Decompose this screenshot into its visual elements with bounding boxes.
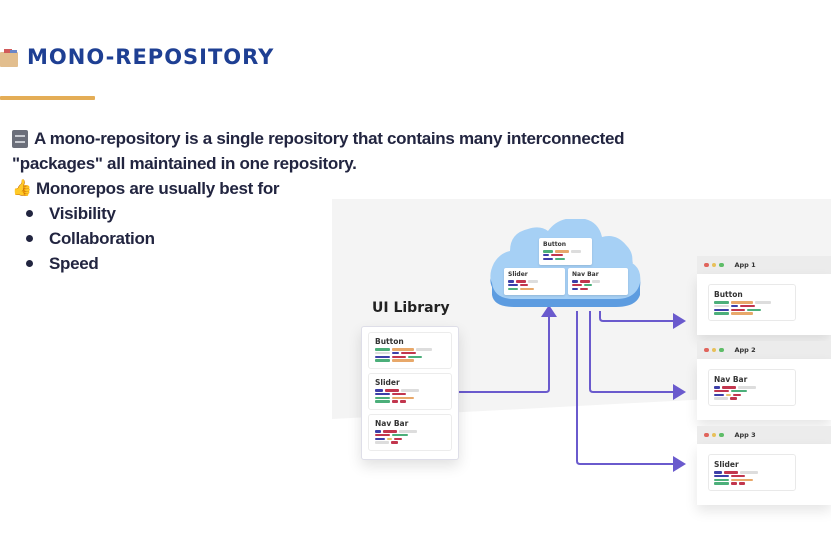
connection-arrows [459,305,686,472]
file-cabinet-icon [12,129,28,148]
ui-library-panel: Button Slider Nav Bar [361,326,459,460]
definition-text-2: "packages" all maintained in one reposit… [12,154,357,173]
package-name: Button [375,337,404,346]
app-window: App 1 Button [697,256,831,335]
cloud-package-card: Nav Bar [568,268,628,295]
arrowhead-app3 [673,456,686,472]
library-package-card: Button [368,332,452,369]
package-name: Button [543,241,566,248]
best-for-line: 👍 Monorepos are usually best for [12,176,624,201]
maximize-dot-icon [719,347,724,353]
app-titlebar: App 1 [697,256,831,274]
app-body: Button [697,274,831,335]
definition-line-2: "packages" all maintained in one reposit… [12,151,624,176]
code-lines [375,430,445,444]
thumbs-up-icon: 👍 [12,179,32,197]
cloud-package-card: Button [539,238,592,265]
code-lines [543,250,588,261]
app-package-card: Slider [708,454,796,491]
code-lines [714,301,790,315]
app-titlebar: App 2 [697,341,831,359]
app-package-card: Nav Bar [708,369,796,406]
close-dot-icon [704,347,709,353]
arrow-cloud-to-app3 [576,311,674,465]
app-label: App 2 [734,346,756,354]
maximize-dot-icon [719,432,724,438]
cloud-repository: Button Slider Nav Bar [486,219,644,311]
code-lines [714,471,790,485]
app-window: App 3 Slider [697,426,831,505]
library-package-card: Nav Bar [368,414,452,451]
slide-title-row: MONO-REPOSITORY [0,43,274,71]
package-name: Slider [375,378,400,387]
arrow-cloud-to-app1 [599,311,674,322]
minimize-dot-icon [711,432,716,438]
minimize-dot-icon [711,262,716,268]
package-name: Nav Bar [714,375,748,384]
close-dot-icon [704,432,709,438]
arrow-cloud-to-app2 [589,311,674,393]
title-underline [0,96,95,100]
ui-library-title: UI Library [372,300,450,316]
package-name: Nav Bar [375,419,409,428]
package-name: Slider [508,271,528,278]
bullet-item: Speed [26,251,624,276]
arrowhead-app1 [673,313,686,329]
code-lines [714,386,790,400]
app-body: Slider [697,444,831,505]
app-package-card: Button [708,284,796,321]
bullet-text: Visibility [49,204,116,223]
code-lines [375,389,445,403]
arrow-library-to-cloud [459,317,550,393]
bullet-item: Collaboration [26,226,624,251]
maximize-dot-icon [719,262,724,268]
app-label: App 1 [734,261,756,269]
arrowhead-up [541,305,557,317]
library-package-card: Slider [368,373,452,410]
package-name: Nav Bar [572,271,599,278]
close-dot-icon [704,262,709,268]
code-lines [375,348,445,362]
benefits-list: Visibility Collaboration Speed [26,201,624,276]
bullet-text: Collaboration [49,229,155,248]
app-body: Nav Bar [697,359,831,420]
code-lines [572,280,624,291]
code-lines [508,280,561,291]
app-label: App 3 [734,431,756,439]
slide-title: MONO-REPOSITORY [27,45,275,69]
card-index-dividers-icon [0,47,18,67]
package-name: Button [714,290,743,299]
monorepo-diagram: Button Slider Nav Bar UI Library [332,199,831,542]
bullet-dot [26,260,33,267]
app-titlebar: App 3 [697,426,831,444]
best-for-label: Monorepos are usually best for [36,179,280,198]
definition-text-1: A mono-repository is a single repository… [34,129,625,148]
bullet-dot [26,210,33,217]
minimize-dot-icon [711,347,716,353]
arrowhead-app2 [673,384,686,400]
app-window: App 2 Nav Bar [697,341,831,420]
bullet-dot [26,235,33,242]
package-name: Slider [714,460,739,469]
bullet-text: Speed [49,254,99,273]
slide-body: A mono-repository is a single repository… [12,126,625,276]
definition-line-1: A mono-repository is a single repository… [12,126,625,151]
bullet-item: Visibility [26,201,624,226]
cloud-package-card: Slider [504,268,565,295]
